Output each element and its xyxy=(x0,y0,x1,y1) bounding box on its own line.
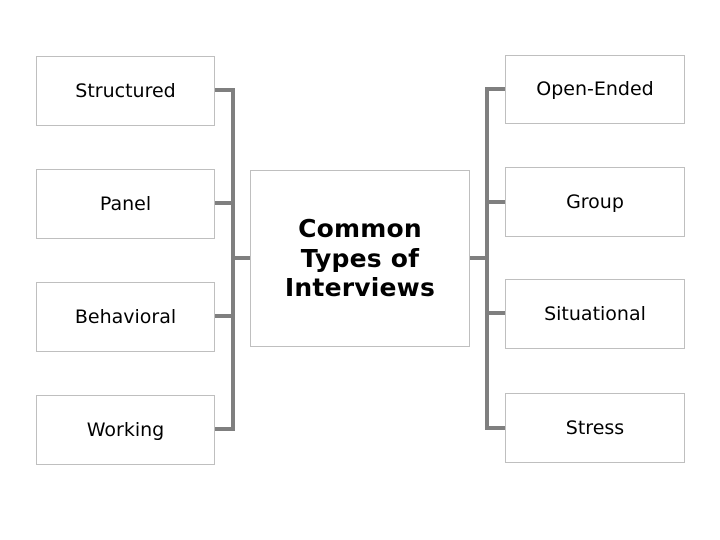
node-panel[interactable]: Panel xyxy=(36,169,215,239)
hub-label-line-3: Interviews xyxy=(284,273,436,303)
node-stress[interactable]: Stress xyxy=(505,393,685,463)
left-stub-panel xyxy=(213,201,235,205)
node-label: Behavioral xyxy=(74,305,177,328)
right-stub-open-ended xyxy=(485,87,507,91)
node-open-ended[interactable]: Open-Ended xyxy=(505,55,685,124)
node-group[interactable]: Group xyxy=(505,167,685,237)
node-label: Group xyxy=(566,190,624,213)
node-structured[interactable]: Structured xyxy=(36,56,215,126)
node-label: Situational xyxy=(544,302,646,325)
hub-label-line-1: Common xyxy=(298,214,422,244)
hub-label-line-2: Types of xyxy=(300,243,420,273)
node-hub-common-types-of-interviews[interactable]: Common Types of Interviews xyxy=(250,170,470,347)
node-label: Open-Ended xyxy=(536,78,654,101)
left-stub-structured xyxy=(213,88,235,92)
left-spine-to-hub xyxy=(231,256,253,260)
node-working[interactable]: Working xyxy=(36,395,215,465)
right-stub-situational xyxy=(485,311,507,315)
right-stub-group xyxy=(485,200,507,204)
node-situational[interactable]: Situational xyxy=(505,279,685,349)
node-label: Structured xyxy=(75,79,176,102)
node-label: Working xyxy=(86,418,165,441)
right-stub-stress xyxy=(485,426,507,430)
node-label: Stress xyxy=(565,416,625,439)
node-label: Panel xyxy=(99,192,152,215)
node-behavioral[interactable]: Behavioral xyxy=(36,282,215,352)
left-stub-working xyxy=(213,427,235,431)
left-spine-line xyxy=(231,90,235,431)
hub-to-right-spine xyxy=(467,256,489,260)
hub-label: Common Types of Interviews xyxy=(277,214,443,303)
left-stub-behavioral xyxy=(213,314,235,318)
